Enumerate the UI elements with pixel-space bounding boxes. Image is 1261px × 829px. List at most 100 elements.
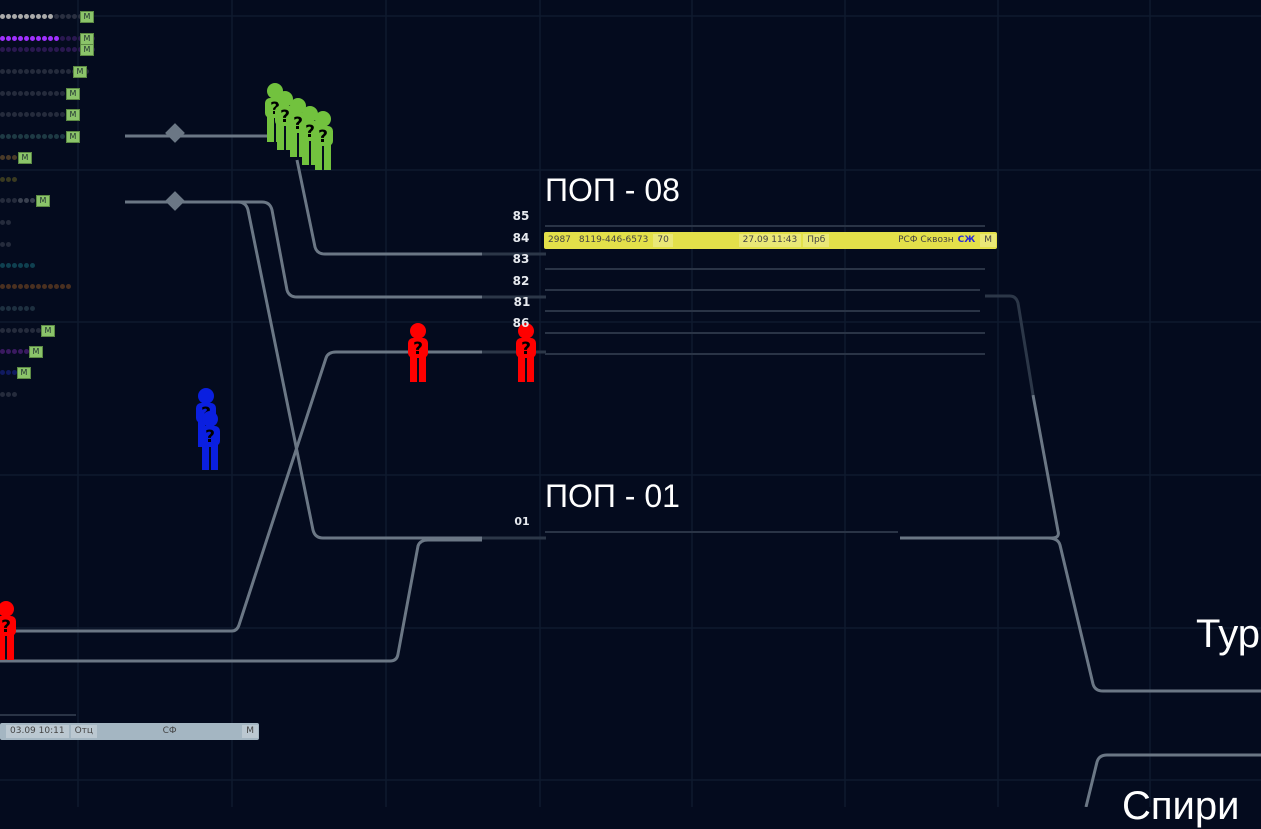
wagon-dot[interactable] — [60, 284, 65, 289]
wagon-dot[interactable] — [24, 349, 29, 354]
wagon-dot[interactable] — [60, 69, 65, 74]
wagon-dot[interactable] — [48, 112, 53, 117]
wagon-dot[interactable] — [30, 112, 35, 117]
wagon-dot[interactable] — [48, 284, 53, 289]
wagon-dot[interactable] — [30, 134, 35, 139]
wagon-dot[interactable] — [12, 14, 17, 19]
wagon-dot[interactable] — [24, 198, 29, 203]
wagon-dot[interactable] — [0, 392, 5, 397]
wagon-dot[interactable] — [0, 134, 5, 139]
track-number[interactable]: 01 — [514, 515, 530, 528]
wagon-dot[interactable] — [18, 134, 23, 139]
wagon-dot[interactable] — [12, 263, 17, 268]
wagon-dot[interactable] — [36, 328, 41, 333]
wagon-dot[interactable] — [66, 36, 71, 41]
wagon-dot[interactable] — [6, 112, 11, 117]
wagon-dot[interactable] — [6, 306, 11, 311]
wagon-dot[interactable] — [6, 69, 11, 74]
wagon-dot[interactable] — [24, 91, 29, 96]
wagon-dot[interactable] — [18, 328, 23, 333]
wagon-dot[interactable] — [54, 14, 59, 19]
wagon-dot[interactable] — [6, 198, 11, 203]
wagon-dot[interactable] — [12, 134, 17, 139]
wagon-dot[interactable] — [42, 47, 47, 52]
wagon-dot[interactable] — [36, 112, 41, 117]
track-number[interactable]: 86 — [512, 316, 530, 330]
wagon-dot[interactable] — [6, 370, 11, 375]
wagon-dot[interactable] — [24, 134, 29, 139]
wagon-dot[interactable] — [54, 69, 59, 74]
wagon-dot[interactable] — [0, 112, 5, 117]
wagon-dot[interactable] — [0, 328, 5, 333]
wagon-dot[interactable] — [72, 36, 77, 41]
wagon-dot[interactable] — [24, 36, 29, 41]
wagon-dot[interactable] — [36, 134, 41, 139]
wagon-dot[interactable] — [60, 112, 65, 117]
wagon-dot[interactable] — [6, 177, 11, 182]
wagon-dot[interactable] — [0, 36, 5, 41]
wagon-dot[interactable] — [18, 91, 23, 96]
wagon-dot[interactable] — [30, 91, 35, 96]
wagon-dot[interactable] — [24, 306, 29, 311]
wagon-dot[interactable] — [60, 14, 65, 19]
wagon-dot[interactable] — [66, 14, 71, 19]
wagon-dot[interactable] — [48, 91, 53, 96]
unknown-person-icon[interactable]: ? — [513, 322, 539, 382]
wagon-dot[interactable] — [0, 198, 5, 203]
wagon-dot[interactable] — [12, 69, 17, 74]
wagon-dot[interactable] — [6, 14, 11, 19]
wagon-dot[interactable] — [18, 306, 23, 311]
wagon-dot[interactable] — [54, 47, 59, 52]
wagon-dot[interactable] — [30, 47, 35, 52]
wagon-dot[interactable] — [72, 14, 77, 19]
unknown-person-icon[interactable]: ? — [405, 322, 431, 382]
wagon-dot[interactable] — [18, 263, 23, 268]
wagon-dot[interactable] — [12, 155, 17, 160]
wagon-dot[interactable] — [0, 47, 5, 52]
wagon-dot[interactable] — [6, 220, 11, 225]
wagon-dot[interactable] — [0, 155, 5, 160]
wagon-dot[interactable] — [60, 91, 65, 96]
wagon-dot[interactable] — [6, 328, 11, 333]
wagon-dot[interactable] — [24, 263, 29, 268]
track-number[interactable]: 81 — [513, 295, 531, 309]
wagon-dot[interactable] — [0, 284, 5, 289]
wagon-dot[interactable] — [12, 36, 17, 41]
wagon-dot[interactable] — [36, 47, 41, 52]
wagon-dot[interactable] — [30, 69, 35, 74]
unknown-person-icon[interactable]: ? — [197, 410, 223, 470]
wagon-dot[interactable] — [30, 14, 35, 19]
wagon-dot[interactable] — [42, 91, 47, 96]
wagon-dot[interactable] — [48, 36, 53, 41]
wagon-dot[interactable] — [24, 112, 29, 117]
wagon-dot[interactable] — [48, 47, 53, 52]
wagon-dot[interactable] — [12, 392, 17, 397]
wagon-dot[interactable] — [0, 91, 5, 96]
wagon-dot[interactable] — [30, 263, 35, 268]
wagon-dot[interactable] — [24, 69, 29, 74]
wagon-dot[interactable] — [18, 349, 23, 354]
wagon-dot[interactable] — [60, 36, 65, 41]
wagon-dot[interactable] — [42, 112, 47, 117]
wagon-dot[interactable] — [36, 284, 41, 289]
wagon-dot[interactable] — [72, 47, 77, 52]
wagon-dot[interactable] — [6, 392, 11, 397]
wagon-dot[interactable] — [12, 328, 17, 333]
wagon-dot[interactable] — [42, 284, 47, 289]
wagon-dot[interactable] — [54, 91, 59, 96]
wagon-dot[interactable] — [66, 47, 71, 52]
wagon-dot[interactable] — [6, 242, 11, 247]
wagon-dot[interactable] — [12, 349, 17, 354]
wagon-dot[interactable] — [0, 349, 5, 354]
wagon-dot[interactable] — [12, 91, 17, 96]
wagon-dot[interactable] — [30, 306, 35, 311]
wagon-card-gray[interactable]: 03.09 10:11 Отц СФ М — [0, 723, 259, 740]
track-number[interactable]: 84 — [512, 231, 530, 245]
track-number[interactable]: 85 — [512, 209, 530, 223]
track-number[interactable]: 82 — [512, 274, 530, 288]
wagon-card-yellow[interactable]: 2987 8119-446-6573 70 27.09 11:43 Прб РС… — [544, 232, 997, 249]
wagon-dot[interactable] — [54, 134, 59, 139]
wagon-dot[interactable] — [36, 14, 41, 19]
wagon-dot[interactable] — [54, 112, 59, 117]
wagon-dot[interactable] — [60, 134, 65, 139]
